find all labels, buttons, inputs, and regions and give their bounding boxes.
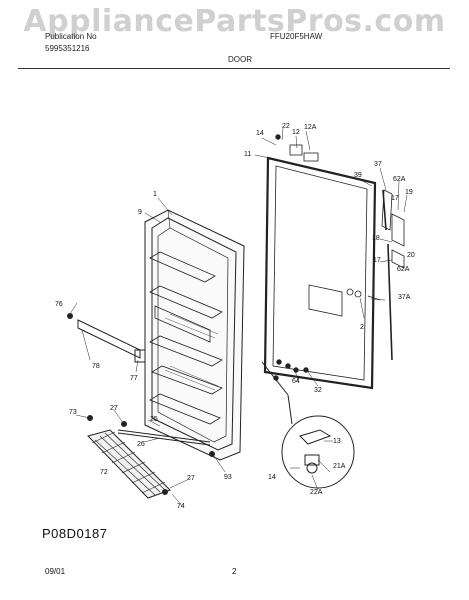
callout-13: 13 [333, 438, 341, 445]
callout-76: 76 [55, 301, 63, 308]
hinge-assembly [289, 144, 405, 317]
door-gasket-frame [263, 156, 377, 390]
callout-9: 9 [138, 209, 142, 216]
publication-number: 5995351216 [45, 44, 90, 53]
callout-11: 11 [244, 151, 251, 158]
callout-20: 20 [407, 252, 415, 259]
callout-12: 12 [292, 129, 300, 136]
footer-date: 09/01 [45, 567, 66, 576]
section-title: DOOR [228, 55, 252, 64]
callout-22a: 22A [310, 489, 323, 496]
leader-lines [69, 127, 408, 507]
callout-21a: 21A [333, 463, 346, 470]
callout-1: 1 [153, 191, 157, 198]
callout-77: 77 [130, 375, 138, 382]
callout-39: 39 [354, 172, 362, 179]
callout-14-top: 14 [256, 130, 264, 137]
shelf-rail [77, 319, 146, 363]
callout-78: 78 [92, 363, 100, 370]
callout-12a: 12A [304, 124, 317, 131]
callout-27-left: 27 [110, 405, 118, 412]
callout-17-upper: 17 [391, 195, 399, 202]
callout-93: 93 [224, 474, 232, 481]
callout-17-lower: 17 [373, 257, 381, 264]
hinge-rod [117, 429, 211, 446]
callout-18: 18 [372, 235, 380, 242]
callout-37: 37 [374, 161, 382, 168]
diagram-code: P08D0187 [42, 526, 108, 541]
callout-37a: 37A [398, 294, 411, 301]
publication-label: Publication No [45, 32, 97, 41]
callout-72: 72 [100, 469, 108, 476]
callout-27-right: 27 [187, 475, 195, 482]
header-divider [18, 68, 450, 69]
watermark-logo: AppliancePartsPros.com [23, 4, 446, 39]
toe-grille [87, 429, 171, 499]
callout-74: 74 [177, 503, 185, 510]
callout-14-detail: 14 [268, 474, 276, 481]
footer-page: 2 [232, 567, 237, 576]
hinge-bar [382, 189, 393, 361]
callout-22: 22 [282, 123, 290, 130]
screws [67, 134, 309, 495]
callout-25: 25 [150, 416, 158, 423]
callout-32: 32 [314, 387, 322, 394]
door-shelves [149, 251, 223, 425]
model-number: FFU20F5HAW [270, 32, 323, 41]
callout-62a-lower: 62A [397, 266, 410, 273]
callout-62a-upper: 62A [393, 176, 406, 183]
callout-2: 2 [360, 324, 364, 331]
callout-73: 73 [69, 409, 77, 416]
callout-26: 26 [137, 441, 145, 448]
callout-64: 64 [292, 378, 300, 385]
callout-19: 19 [405, 189, 413, 196]
